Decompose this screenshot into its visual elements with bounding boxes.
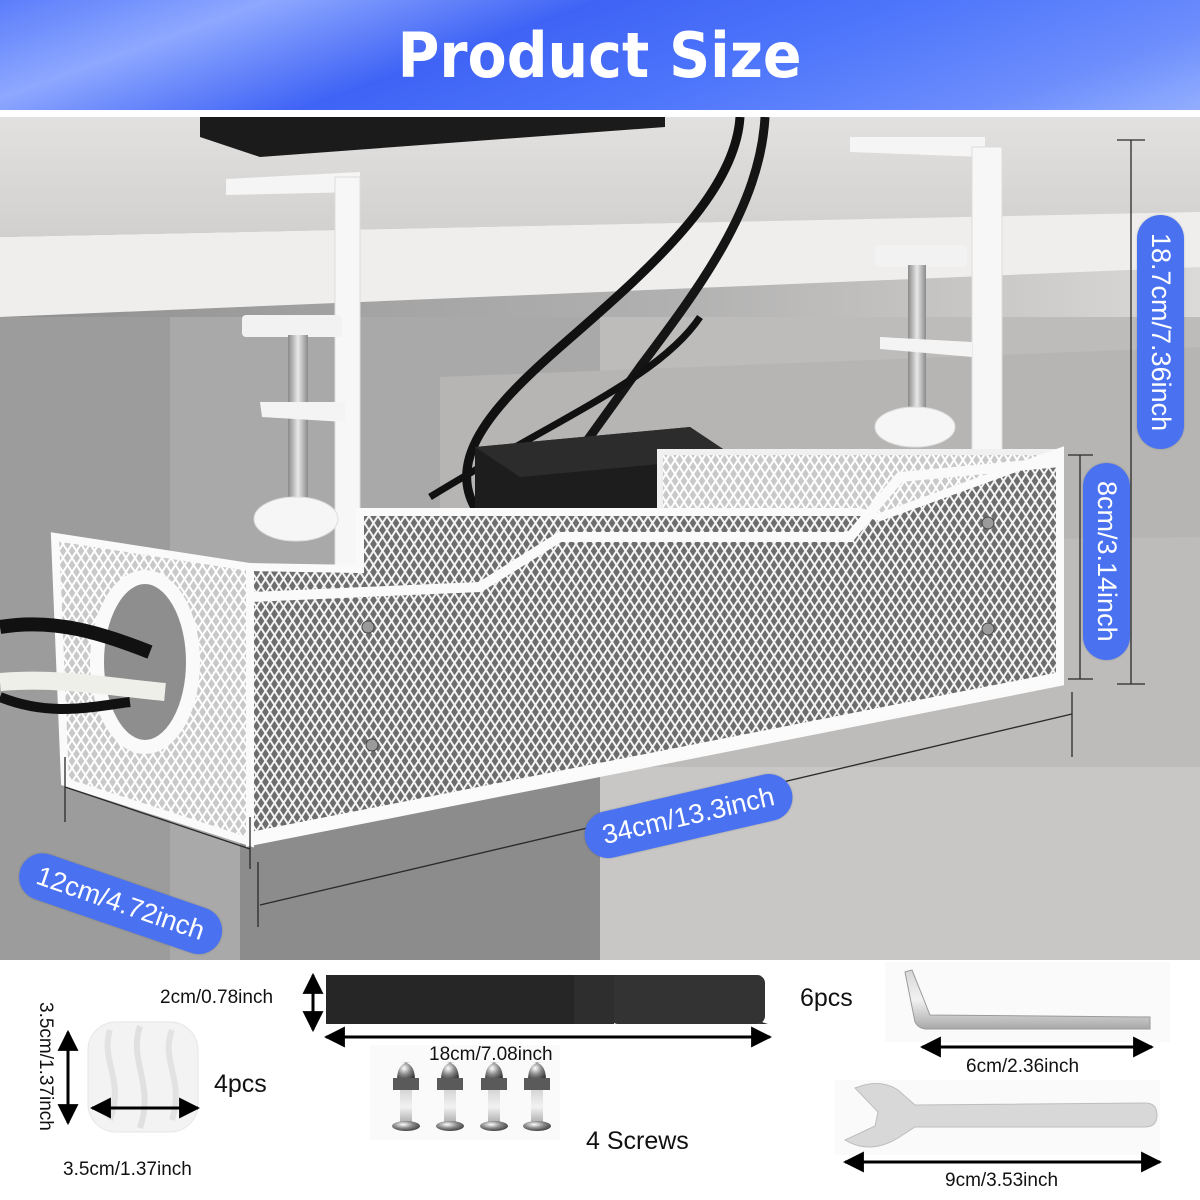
allen-key-icon bbox=[904, 969, 1151, 1030]
screws-icon bbox=[392, 1062, 551, 1131]
basket-height-label: 8cm/3.14inch bbox=[1083, 463, 1130, 660]
total-height-label: 18.7cm/7.36inch bbox=[1137, 215, 1184, 450]
wrench-icon bbox=[843, 1083, 1158, 1148]
accessories-illustration bbox=[57, 962, 1170, 1173]
wrench-length-label: 9cm/3.53inch bbox=[945, 1170, 1059, 1191]
cable-clip-icon bbox=[87, 1021, 199, 1133]
strap-quantity: 6pcs bbox=[800, 984, 853, 1012]
velcro-strap-icon bbox=[326, 975, 768, 1024]
header-banner: Product Size bbox=[0, 0, 1200, 110]
clip-width-label: 3.5cm/1.37inch bbox=[63, 1159, 192, 1180]
clip-quantity: 4pcs bbox=[214, 1070, 267, 1098]
product-illustration bbox=[0, 117, 1200, 960]
strap-width-label: 2cm/0.78inch bbox=[160, 987, 274, 1008]
product-photo: 18.7cm/7.36inch 8cm/3.14inch 12cm/4.72in… bbox=[0, 117, 1200, 960]
allen-key-length-label: 6cm/2.36inch bbox=[966, 1056, 1080, 1077]
strap-length-label: 18cm/7.08inch bbox=[429, 1044, 553, 1065]
accessories-panel: 3.5cm/1.37inch 3.5cm/1.37inch 4pcs 2cm/0… bbox=[0, 960, 1200, 1200]
screws-quantity: 4 Screws bbox=[586, 1127, 689, 1155]
clip-height-label: 3.5cm/1.37inch bbox=[35, 1002, 56, 1131]
page-title: Product Size bbox=[397, 18, 803, 92]
